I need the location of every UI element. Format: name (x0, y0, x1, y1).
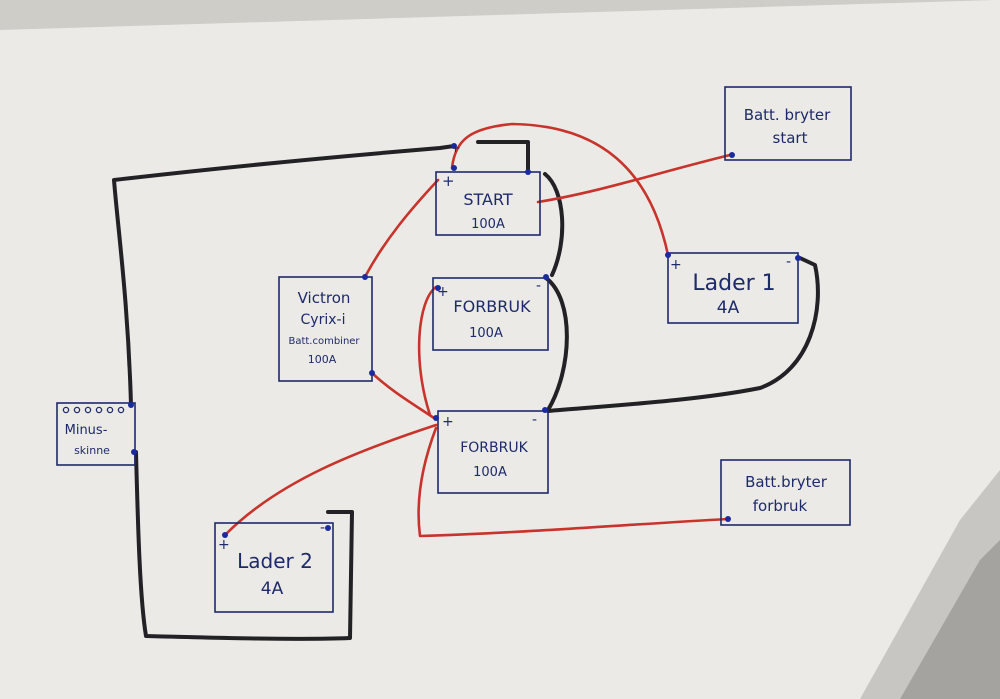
wire-forbruk-lower-to-lader2 (224, 423, 438, 536)
wire-start-minus-loop (476, 140, 530, 174)
wire-combiner-to-forbruk-lower (370, 371, 436, 420)
switch-forbruk-line2: forbruk (753, 497, 808, 515)
combiner-line4: 100A (308, 353, 337, 366)
start-battery-plus: + (442, 172, 455, 190)
forbruk-upper-name: FORBRUK (453, 297, 531, 316)
lader2-plus: + (218, 537, 230, 553)
switch-start-line2: start (773, 129, 808, 147)
wire-start-plus-to-lader1 (450, 122, 670, 257)
wire-forbruk-lower-to-lader1 (546, 256, 820, 413)
wire-forbruk-lower-to-switch-forbruk (417, 426, 730, 538)
wire-minus-bus-to-lader2 (134, 450, 354, 641)
forbruk-lower-name: FORBRUK (460, 440, 528, 456)
positive-wires (224, 122, 732, 538)
start-battery-box (435, 171, 541, 236)
forbruk-upper-rating: 100A (469, 326, 503, 341)
lader2-minus: - (320, 520, 325, 536)
switch-start-line1: Batt. bryter (744, 106, 831, 124)
combiner-line3: Batt.combiner (288, 336, 360, 347)
wire-forbruk-upper-to-lower (544, 276, 569, 412)
combiner-line1: Victron (298, 289, 351, 307)
lader1-name: Lader 1 (692, 271, 775, 296)
start-battery-name: START (463, 190, 513, 209)
minus-bus-box (56, 402, 136, 466)
forbruk-upper-box (432, 277, 549, 351)
start-top-plus-mark: + (450, 141, 461, 156)
minus-bus-holes (62, 406, 125, 414)
lader1-rating: 4A (717, 298, 740, 318)
lader2-name: Lader 2 (237, 549, 313, 573)
wire-minus-bus-to-start (112, 144, 456, 407)
forbruk-lower-rating: 100A (473, 465, 507, 480)
lader1-plus: + (670, 257, 682, 273)
minus-bus-line1: Minus- (65, 423, 108, 438)
lader1-box (667, 252, 799, 324)
wire-forbruk-upper-to-lower-plus (417, 285, 438, 417)
start-battery-rating: 100A (471, 217, 505, 232)
terminal-dots (128, 143, 801, 538)
forbruk-upper-plus: + (437, 284, 449, 300)
switch-start-box (724, 86, 852, 161)
minus-bus-line2: skinne (74, 444, 110, 457)
combiner-box (278, 276, 373, 382)
wire-start-to-switch-start (536, 153, 732, 204)
wire-start-to-forbruk-upper (543, 172, 565, 277)
negative-wires (112, 140, 820, 641)
forbruk-lower-box (437, 410, 549, 494)
lader1-minus: - (786, 254, 791, 270)
lader2-rating: 4A (261, 579, 284, 599)
combiner-line2: Cyrix-i (301, 312, 346, 328)
component-outlines (56, 86, 852, 613)
paper-shadow-dark (900, 540, 1000, 699)
wire-combiner-to-start (364, 178, 440, 277)
switch-forbruk-line1: Batt.bryter (745, 473, 828, 491)
forbruk-lower-plus: + (442, 414, 454, 430)
forbruk-lower-minus: - (532, 412, 537, 428)
switch-forbruk-box (720, 459, 851, 526)
forbruk-upper-minus: - (536, 278, 541, 294)
lader2-box (214, 522, 334, 613)
